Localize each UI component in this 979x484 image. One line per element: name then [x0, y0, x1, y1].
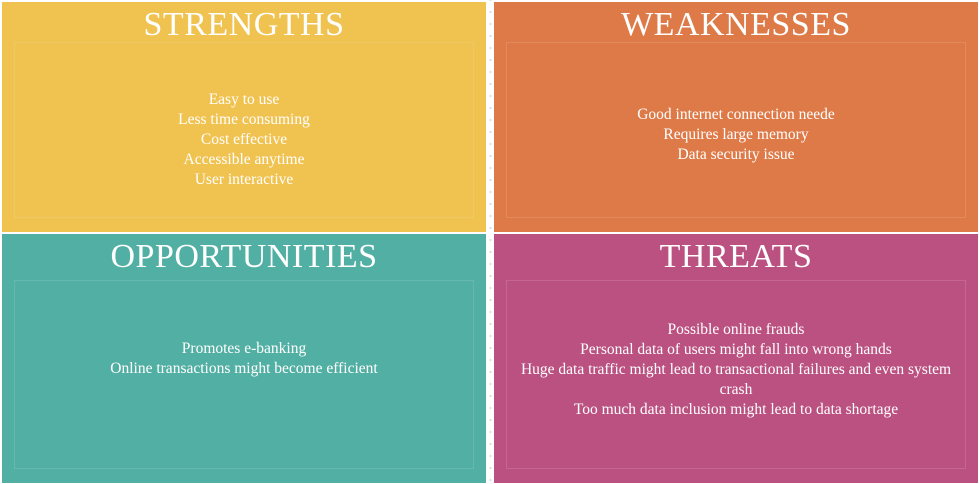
- threats-item: Possible online frauds: [667, 321, 805, 338]
- weaknesses-list: Good internet connection neede Requires …: [514, 105, 958, 165]
- threats-list: Possible online frauds Personal data of …: [518, 320, 954, 420]
- quadrant-frame: [14, 280, 474, 469]
- strengths-item: Less time consuming: [178, 111, 310, 128]
- strengths-item: Cost effective: [200, 131, 288, 148]
- quadrant-frame: [14, 42, 474, 218]
- strengths-item: User interactive: [194, 171, 294, 188]
- weaknesses-item: Requires large memory: [663, 126, 809, 143]
- weaknesses-item: Good internet connection neede: [637, 106, 835, 123]
- quadrant-frame: [506, 280, 966, 469]
- quadrant-frame: [506, 42, 966, 218]
- opportunities-item: Promotes e-banking: [181, 340, 307, 357]
- threats-title: THREATS: [659, 238, 813, 275]
- divider-dots: [488, 0, 493, 484]
- strengths-list: Easy to use Less time consuming Cost eff…: [22, 90, 466, 190]
- strengths-item: Easy to use: [208, 91, 280, 108]
- strengths-title: STRENGTHS: [143, 6, 345, 43]
- weaknesses-item: Data security issue: [677, 146, 795, 163]
- strengths-quadrant: STRENGTHS Easy to use Less time consumin…: [2, 2, 486, 232]
- opportunities-quadrant: OPPORTUNITIES Promotes e-banking Online …: [2, 234, 486, 483]
- threats-item: Huge data traffic might lead to transact…: [520, 361, 952, 398]
- weaknesses-quadrant: WEAKNESSES Good internet connection need…: [494, 2, 978, 232]
- strengths-item: Accessible anytime: [183, 151, 305, 168]
- threats-item: Personal data of users might fall into w…: [580, 341, 892, 358]
- opportunities-list: Promotes e-banking Online transactions m…: [22, 339, 466, 379]
- threats-quadrant: THREATS Possible online frauds Personal …: [494, 234, 978, 483]
- weaknesses-title: WEAKNESSES: [621, 6, 851, 43]
- opportunities-title: OPPORTUNITIES: [110, 238, 378, 275]
- threats-item: Too much data inclusion might lead to da…: [573, 401, 899, 418]
- opportunities-item: Online transactions might become efficie…: [110, 360, 378, 377]
